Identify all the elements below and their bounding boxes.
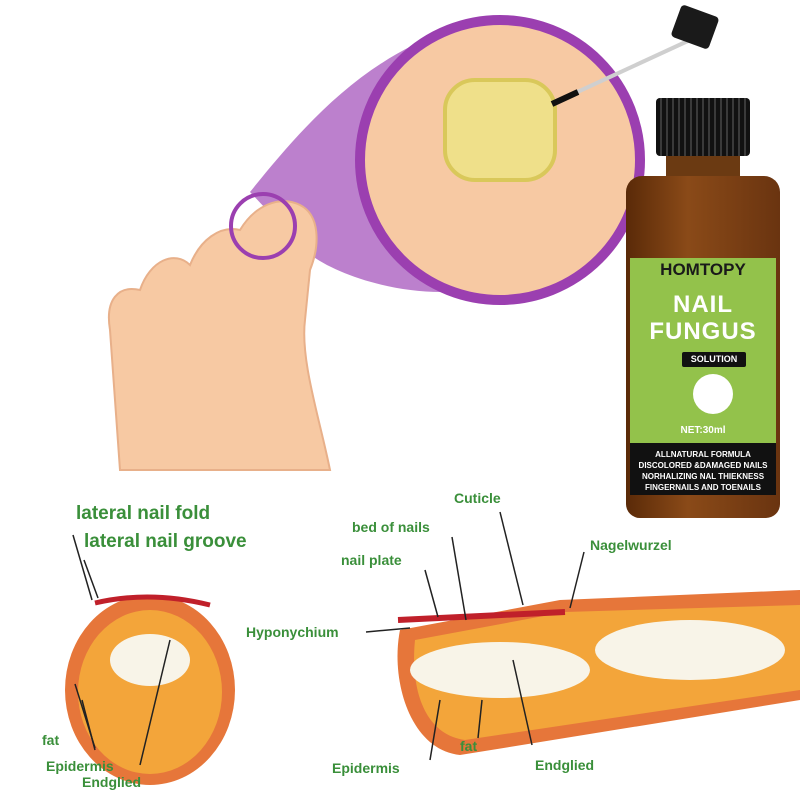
bottle-neck [666, 156, 740, 178]
label-cs-endglied: Endglied [82, 774, 142, 790]
desc-line-4: FINGERNAILS AND TOENAILS [644, 483, 761, 492]
foot-illustration [107, 200, 332, 471]
label-ss-epidermis: Epidermis [332, 760, 400, 776]
desc-line-1: ALLNATURAL FORMULA [655, 450, 751, 459]
product-title-line2: FUNGUS [649, 318, 757, 345]
cross-section-nail [94, 594, 211, 608]
infected-nail [443, 78, 557, 182]
label-cs-fat: fat [42, 732, 60, 748]
pointer-lines [72, 511, 585, 766]
product-label-photo [693, 374, 733, 414]
brush-cap [671, 5, 719, 49]
product-title-line1: NAIL [673, 291, 733, 318]
bottle-label [630, 258, 776, 443]
label-ss-endglied: Endglied [535, 757, 595, 773]
bottle-label-footer [630, 443, 776, 495]
label-ss-fat: fat [460, 738, 478, 754]
label-nagelwurzel: Nagelwurzel [590, 537, 672, 553]
label-hyponychium: Hyponychium [246, 624, 339, 640]
label-cuticle: Cuticle [454, 490, 501, 506]
product-subtitle: SOLUTION [682, 352, 746, 367]
bottle-cap [656, 98, 750, 156]
cross-section-bone [110, 634, 190, 686]
side-section-bone-2 [595, 620, 785, 680]
net-volume: NET:30ml [680, 425, 726, 436]
brush-tip [550, 89, 580, 107]
side-section-nail [397, 609, 566, 623]
label-bed-of-nails: bed of nails [352, 519, 430, 535]
label-cs-epidermis: Epidermis [46, 758, 114, 774]
product-bottle: HOMTOPY NAIL FUNGUS SOLUTION NET:30ml AL… [620, 98, 786, 518]
desc-line-3: NORHALIZING NAL THIEKNESS [641, 472, 765, 481]
desc-line-2: DISCOLORED &DAMAGED NAILS [638, 461, 768, 470]
label-nail-plate: nail plate [341, 552, 402, 568]
brand-name: HOMTOPY [660, 260, 746, 279]
label-lateral-nail-fold: lateral nail fold [76, 503, 211, 524]
brush-stick [559, 38, 691, 102]
toe-magnify-ring [229, 192, 297, 260]
label-lateral-nail-groove: lateral nail groove [84, 531, 247, 552]
side-section-bone-1 [410, 642, 590, 698]
